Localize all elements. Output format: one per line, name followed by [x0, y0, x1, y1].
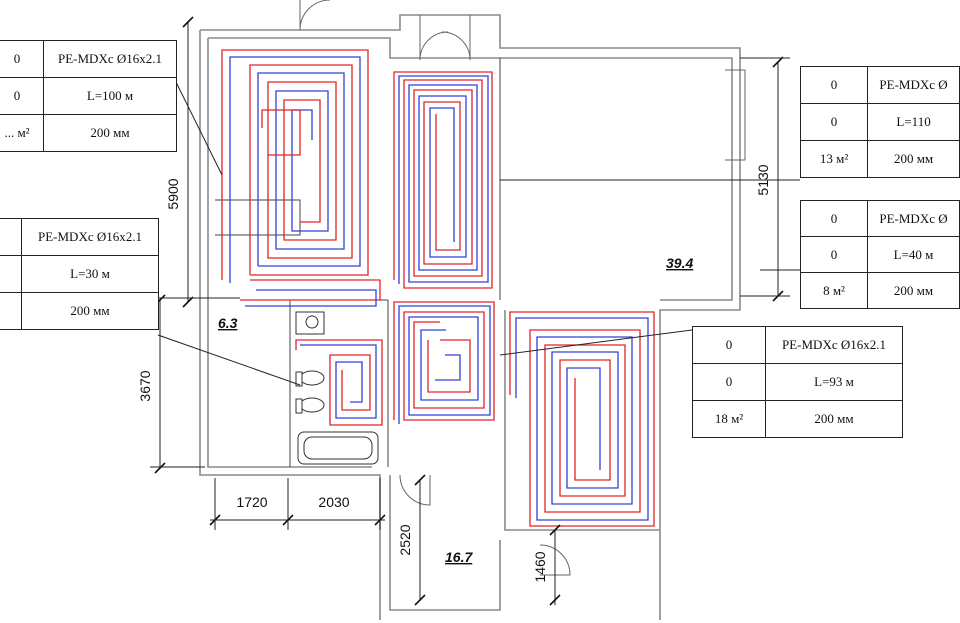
table-cell: L=40 м [867, 236, 960, 273]
area-hall: 16.7 [445, 549, 473, 565]
table-cell: 0 [0, 77, 44, 115]
spec-table-2: PE-MDXc Ø16x2.1 L=30 м 200 мм [0, 218, 159, 330]
dim-5900: 5900 [165, 178, 181, 209]
table-cell: 0 [799, 236, 869, 273]
leader-lines [157, 79, 800, 386]
dim-2030: 2030 [318, 494, 349, 510]
bathroom-fixtures [295, 311, 379, 465]
table-cell: 200 мм [867, 140, 960, 178]
table-cell: 8 м² [799, 272, 869, 309]
table-cell: 0 [692, 326, 766, 364]
table-cell: 200 мм [43, 114, 177, 152]
table-cell: 18 м² [692, 400, 766, 438]
table-cell [0, 292, 22, 330]
dim-5130: 5130 [755, 164, 771, 195]
dim-1720: 1720 [236, 494, 267, 510]
table-cell: ... м² [0, 114, 44, 152]
heating-loop-bedroom [221, 49, 369, 283]
table-cell: L=93 м [765, 363, 903, 401]
table-cell [0, 255, 22, 293]
table-cell: 0 [799, 66, 869, 104]
table-cell: 200 мм [765, 400, 903, 438]
table-cell: 0 [799, 103, 869, 141]
table-cell: 200 мм [867, 272, 960, 309]
table-cell: 0 [0, 40, 44, 78]
heating-loop-living-1 [393, 71, 493, 289]
table-cell: L=100 м [43, 77, 177, 115]
table-cell: 0 [692, 363, 766, 401]
table-cell: 13 м² [799, 140, 869, 178]
toilet [299, 370, 325, 386]
area-corridor: 6.3 [218, 315, 238, 331]
dim-2520: 2520 [397, 524, 413, 555]
table-cell [0, 218, 22, 256]
walls [199, 14, 741, 620]
table-cell: PE-MDXc Ø [867, 66, 960, 104]
table-cell: L=30 м [21, 255, 159, 293]
heating-loop-kitchen [509, 311, 655, 527]
table-cell: PE-MDXc Ø16x2.1 [43, 40, 177, 78]
heating-loop-corridor [240, 279, 495, 424]
dimension-lines [150, 16, 790, 606]
heating-loop-bathroom [295, 339, 383, 426]
dim-1460: 1460 [532, 551, 548, 582]
dim-3670: 3670 [137, 370, 153, 401]
bidet [299, 397, 325, 413]
area-living: 39.4 [666, 255, 693, 271]
table-cell: 0 [799, 200, 869, 237]
doors [299, 0, 746, 576]
table-cell: PE-MDXc Ø16x2.1 [765, 326, 903, 364]
table-cell: PE-MDXc Ø16x2.1 [21, 218, 159, 256]
table-cell: L=110 [867, 103, 960, 141]
table-cell: 200 мм [21, 292, 159, 330]
table-cell: PE-MDXc Ø [867, 200, 960, 237]
